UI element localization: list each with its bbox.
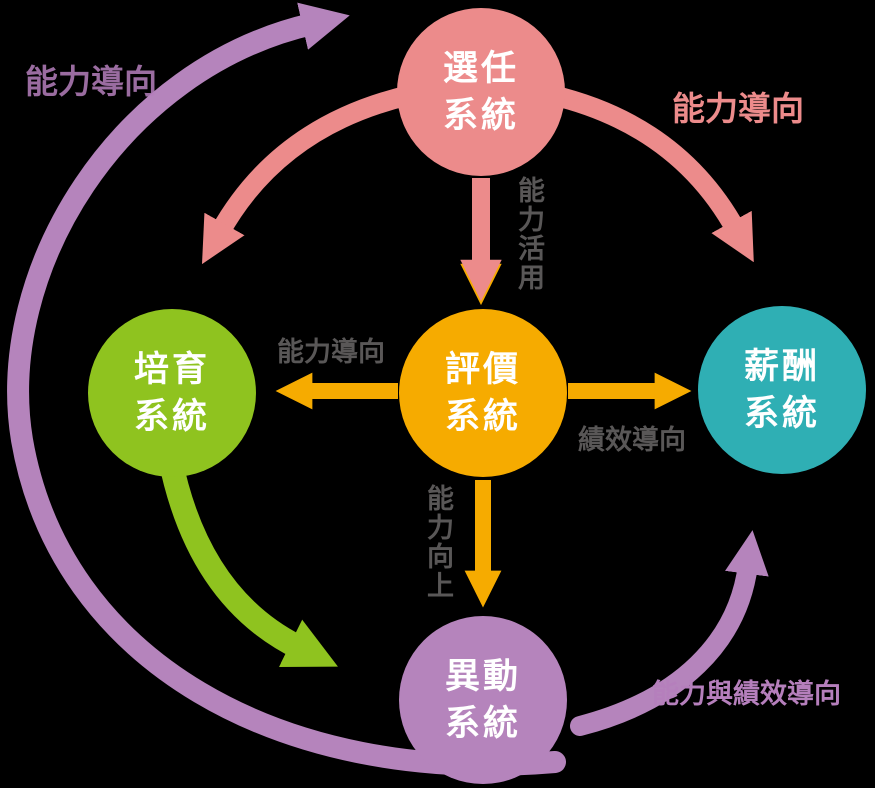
label-vertical-selection-evaluation: 能力活用 (514, 176, 544, 292)
node-development-label-line1: 培育 (133, 349, 210, 389)
node-compensation-label-line1: 薪酬 (743, 346, 820, 386)
node-evaluation-label-line2: 系統 (444, 397, 521, 436)
node-evaluation: 評價 系統 (399, 309, 567, 477)
label-bottom-right-ability-performance-orientation: 能力與績效導向 (652, 679, 841, 709)
node-evaluation-label-line1: 評價 (444, 349, 521, 389)
label-mid-right-performance-orientation: 績效導向 (578, 425, 686, 455)
node-selection-label-line1: 選任 (442, 48, 519, 88)
arrow-transfer-to-compensation-arc (570, 530, 769, 736)
node-compensation: 薪酬 系統 (698, 306, 866, 474)
node-development-label-line2: 系統 (133, 397, 210, 436)
label-mid-left-ability-orientation: 能力導向 (277, 337, 385, 367)
label-vertical-evaluation-transfer: 能力向上 (423, 484, 453, 600)
arrow-selection-curve-right (542, 85, 754, 263)
label-top-right-ability-orientation: 能力導向 (672, 90, 804, 127)
arrow-transfer-to-selection-arc (7, 2, 566, 776)
node-transfer-label-line1: 異動 (444, 656, 521, 696)
node-transfer-label-line2: 系統 (444, 704, 521, 743)
node-transfer: 異動 系統 (399, 616, 567, 784)
node-compensation-label-line2: 系統 (743, 394, 820, 433)
node-selection-label-line2: 系統 (442, 96, 519, 135)
label-outer-left-ability-orientation: 能力導向 (25, 63, 157, 100)
node-development: 培育 系統 (88, 309, 256, 477)
arrow-development-to-transfer (158, 446, 338, 668)
arrow-selection-curve-left (201, 85, 420, 265)
node-selection: 選任 系統 (397, 8, 565, 176)
